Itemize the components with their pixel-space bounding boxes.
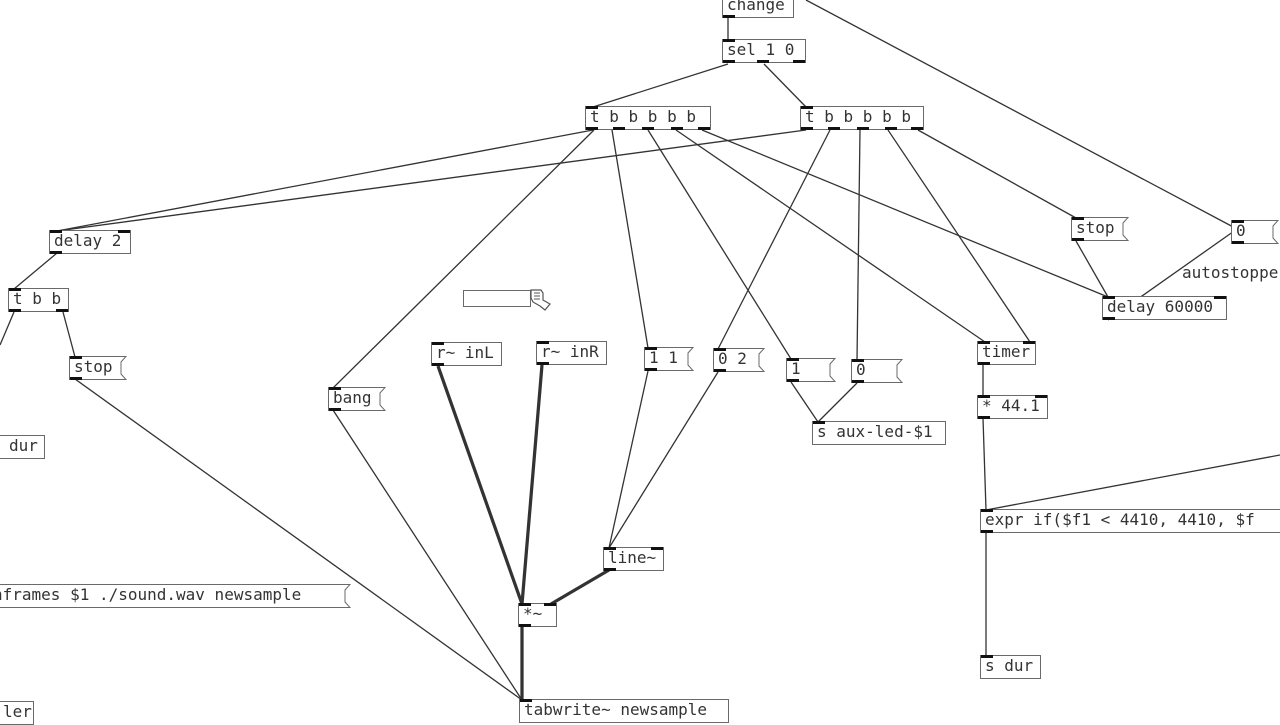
object-label: *~ [523, 604, 543, 623]
control-cord[interactable] [1075, 240, 1109, 298]
object-send-dur[interactable]: s dur [980, 655, 1041, 679]
message-stop-right[interactable]: stop [1071, 217, 1129, 241]
control-cord[interactable] [701, 129, 1109, 298]
signal-cord[interactable] [550, 568, 610, 606]
message-label: stop [1076, 218, 1115, 237]
object-label: * 44.1 [982, 396, 1040, 415]
message-flag-shape [341, 584, 351, 608]
signal-cord[interactable] [436, 365, 524, 605]
control-cord[interactable] [917, 129, 1077, 219]
object-multiply-tilde[interactable]: *~ [518, 603, 557, 627]
object-label: dur [9, 436, 38, 455]
object-label: t b b [13, 289, 62, 308]
control-cord[interactable] [0, 311, 15, 346]
control-cord[interactable] [675, 129, 986, 343]
object-label: t b b b b b [805, 107, 911, 126]
object-trigger-right[interactable]: t b b b b b [800, 106, 924, 130]
control-cord[interactable] [763, 63, 807, 108]
control-cord[interactable] [592, 63, 729, 108]
object-label: s aux-led-$1 [817, 422, 933, 441]
control-cord[interactable] [56, 129, 807, 232]
object-trigger-bb[interactable]: t b b [8, 288, 69, 312]
object-timer[interactable]: timer [977, 341, 1036, 365]
message-flag-shape [755, 348, 765, 372]
message-flag-shape [1269, 220, 1279, 244]
message-label: nframes $1 ./sound.wav newsample [0, 585, 302, 604]
control-cord[interactable] [805, 0, 1238, 230]
object-label: expr if($f1 < 4410, 4410, $f [985, 510, 1255, 529]
message-label: stop [74, 357, 113, 376]
control-cord[interactable] [13, 252, 58, 290]
object-delay-2[interactable]: delay 2 [49, 230, 131, 254]
message-flag-shape [376, 387, 386, 411]
message-label: 1 1 [649, 348, 678, 367]
message-label: 0 [856, 360, 866, 379]
comment-autostopper: autostoppe [1182, 263, 1279, 282]
control-cord[interactable] [608, 370, 649, 549]
message-1[interactable]: 1 [786, 358, 836, 382]
message-flag-shape [117, 356, 127, 380]
object-label: r~ inL [436, 343, 494, 362]
object-s-dur-left[interactable]: dur [0, 435, 45, 459]
object-trigger-left[interactable]: t b b b b b [585, 106, 711, 130]
message-label: 1 [791, 359, 801, 378]
control-cord[interactable] [74, 378, 523, 701]
message-flag-shape [684, 347, 694, 371]
message-flag-shape [893, 359, 903, 383]
message-label: 0 2 [718, 349, 747, 368]
object-line-tilde[interactable]: line~ [603, 547, 664, 571]
horizontal-slider[interactable] [463, 290, 531, 307]
message-stop-left[interactable]: stop [69, 356, 127, 380]
object-label: sel 1 0 [727, 40, 795, 59]
message-1-1[interactable]: 1 1 [644, 347, 694, 371]
control-cord[interactable] [608, 371, 719, 549]
object-label: s dur [985, 656, 1034, 675]
signal-cord[interactable] [520, 364, 544, 605]
control-cord[interactable] [332, 409, 523, 701]
object-receive-inR[interactable]: r~ inR [536, 341, 607, 365]
object-label: delay 60000 [1107, 297, 1213, 316]
object-change[interactable]: change [722, 0, 794, 18]
object-label: change [727, 0, 785, 14]
message-nframes[interactable]: nframes $1 ./sound.wav newsample [0, 584, 351, 608]
control-cord[interactable] [887, 129, 1031, 343]
control-cord[interactable] [647, 129, 792, 360]
message-flag-shape [826, 358, 836, 382]
object-partial-left[interactable]: ler [0, 701, 34, 725]
object-label: delay 2 [54, 231, 122, 250]
message-flag-shape [1119, 217, 1129, 241]
object-receive-inL[interactable]: r~ inL [431, 342, 502, 366]
object-tabwrite[interactable]: tabwrite~ newsample [519, 699, 729, 723]
message-0[interactable]: 0 [851, 359, 903, 383]
object-label: timer [982, 342, 1031, 361]
control-cord[interactable] [332, 129, 595, 389]
object-label: r~ inR [541, 342, 599, 361]
object-multiply-44-1[interactable]: * 44.1 [977, 395, 1048, 419]
object-label: t b b b b b [590, 107, 696, 126]
control-cord[interactable] [717, 129, 831, 350]
hand-pointer-icon [530, 289, 551, 311]
control-cord[interactable] [982, 417, 987, 511]
control-cord[interactable] [611, 129, 649, 349]
object-send-aux-led[interactable]: s aux-led-$1 [812, 421, 946, 445]
control-cord[interactable] [790, 381, 819, 423]
object-delay-60000[interactable]: delay 60000 [1102, 296, 1227, 320]
control-cord[interactable] [56, 129, 594, 232]
message-label: 0 [1236, 221, 1246, 240]
object-sel[interactable]: sel 1 0 [722, 39, 806, 63]
message-autostop-0[interactable]: 0 [1231, 220, 1279, 244]
control-cord[interactable] [62, 311, 76, 358]
object-label: tabwrite~ newsample [524, 700, 708, 719]
object-label: ler [3, 702, 32, 721]
message-0-2[interactable]: 0 2 [713, 348, 765, 372]
message-label: bang [333, 388, 372, 407]
control-cord[interactable] [985, 454, 1280, 511]
object-label: line~ [608, 548, 657, 567]
control-cord[interactable] [856, 129, 861, 361]
object-expr[interactable]: expr if($f1 < 4410, 4410, $f [980, 509, 1280, 533]
message-bang[interactable]: bang [328, 387, 386, 411]
control-cord[interactable] [817, 382, 858, 423]
